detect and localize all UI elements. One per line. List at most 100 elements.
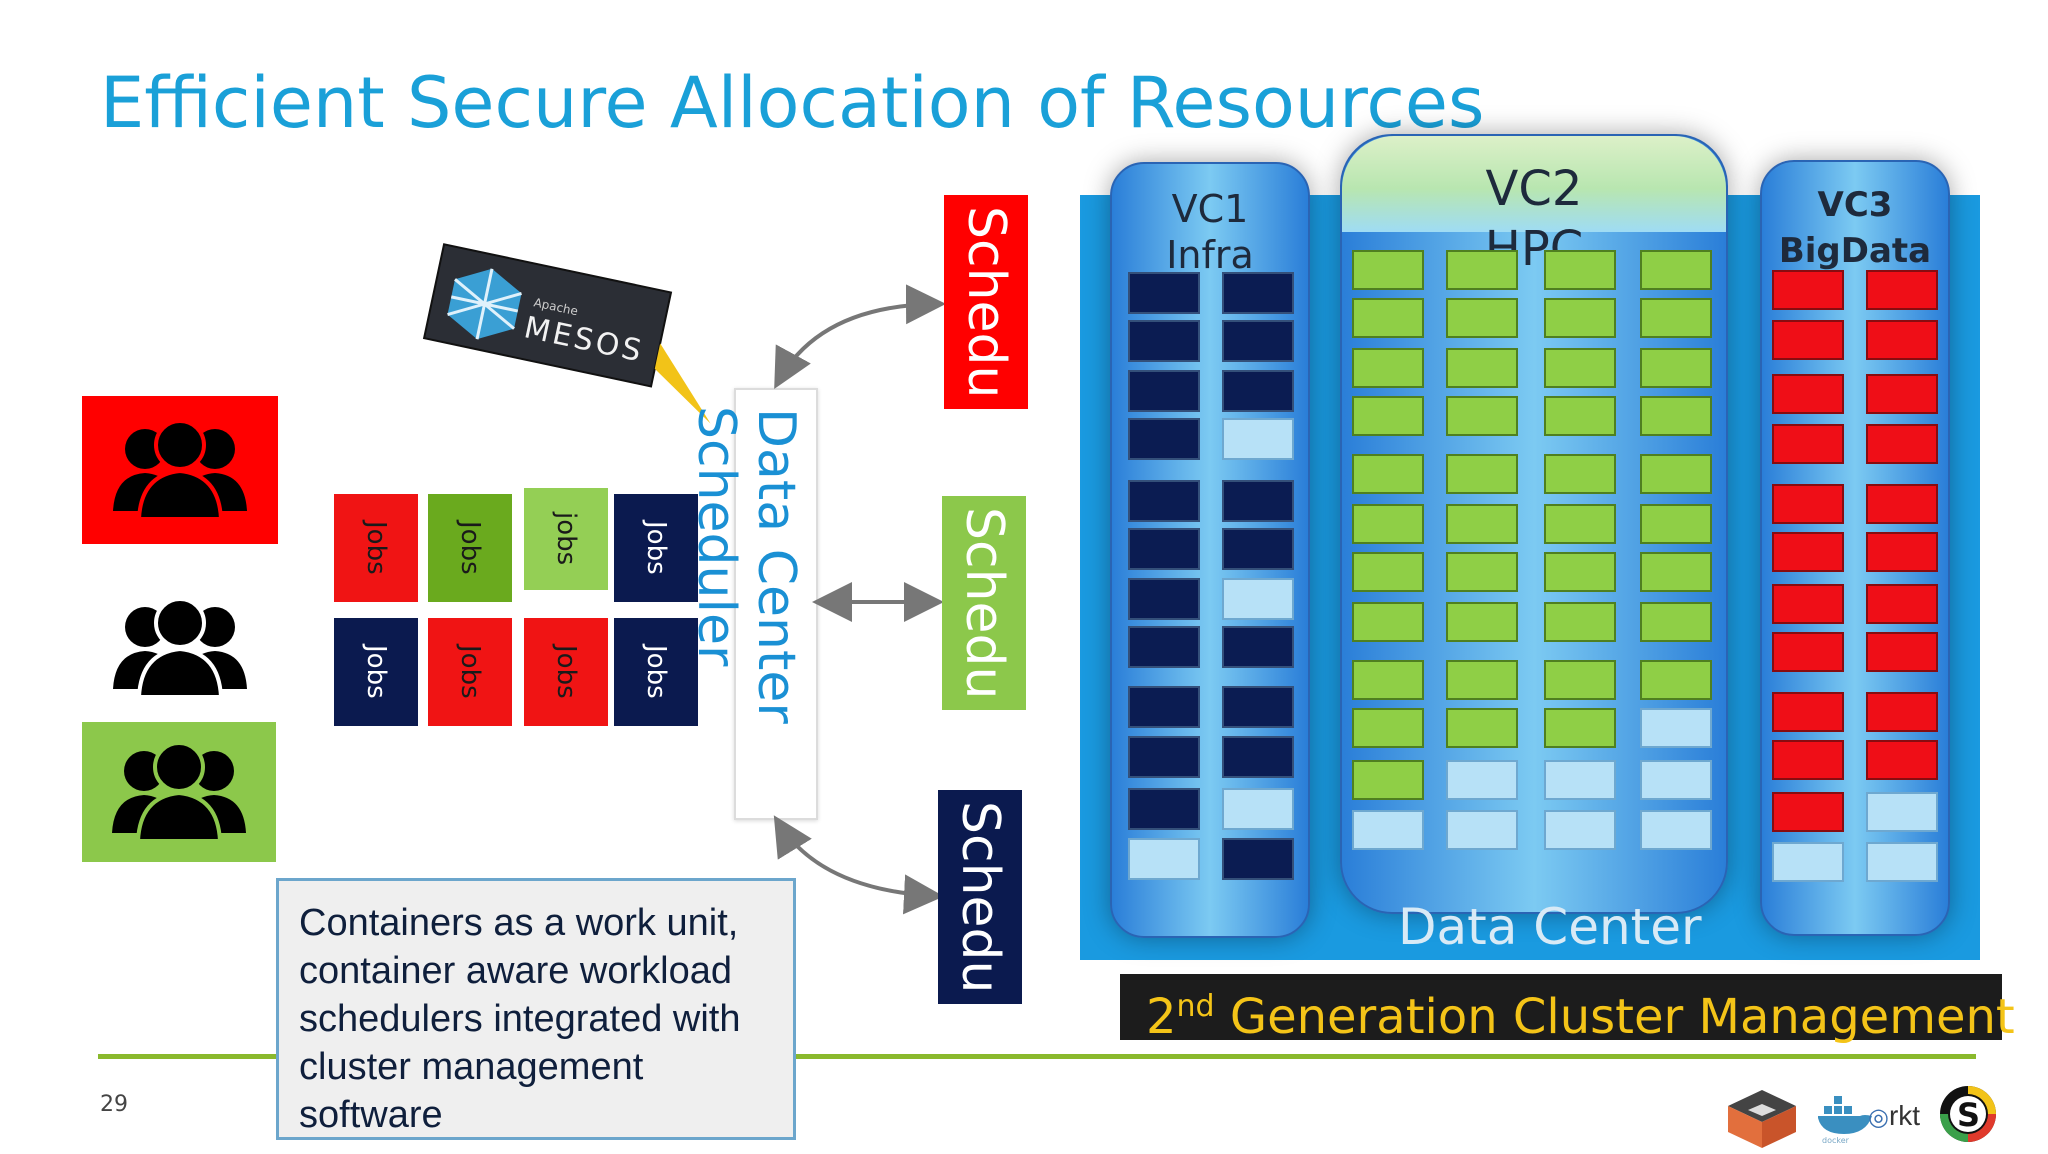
vc-slot-green: [1352, 602, 1424, 642]
user-group-2: [96, 574, 264, 722]
vc-slot-red: [1866, 484, 1938, 524]
vc-slot-red: [1772, 374, 1844, 414]
vc-slot-navy: [1128, 272, 1200, 314]
vc-slot-navy: [1222, 528, 1294, 570]
vc-slot-lightblue: [1640, 760, 1712, 800]
vc-slot-navy: [1222, 272, 1294, 314]
vc2-hpc-column: VC2 HPC: [1340, 134, 1728, 914]
vc-slot-green: [1544, 504, 1616, 544]
vc-slot-lightblue: [1222, 418, 1294, 460]
vc-slot-red: [1772, 740, 1844, 780]
rkt-logo: ◎rkt: [1868, 1100, 1928, 1140]
vc-slot-navy: [1222, 626, 1294, 668]
vc-slot-lightblue: [1640, 708, 1712, 748]
vc3-bigdata-column: VC3 BigData: [1760, 160, 1950, 936]
vc-slot-lightblue: [1222, 578, 1294, 620]
scheduler-label: Schedu: [954, 506, 1014, 700]
vc-slot-red: [1772, 632, 1844, 672]
docker-logo-icon: docker: [1814, 1092, 1876, 1145]
vc-slot-red: [1772, 584, 1844, 624]
vc-slot-green: [1446, 504, 1518, 544]
vc-slot-green: [1352, 504, 1424, 544]
vc-slot-green: [1640, 504, 1712, 544]
vc-slot-red: [1772, 792, 1844, 832]
vc-slot-green: [1446, 552, 1518, 592]
scheduler-label: Schedu: [950, 800, 1010, 994]
vc-slot-navy: [1128, 578, 1200, 620]
vc-slot-green: [1352, 298, 1424, 338]
job-label: Jobs: [361, 521, 391, 575]
scheduler-text: Scheduler: [686, 406, 746, 667]
vc-slot-green: [1352, 348, 1424, 388]
vc-slot-green: [1640, 552, 1712, 592]
job-label: Jobs: [361, 645, 391, 699]
page-number: 29: [100, 1092, 128, 1117]
data-center-text: Data Center: [746, 408, 806, 724]
vc-slot-green: [1640, 348, 1712, 388]
data-center-label: Data Center: [1398, 898, 1702, 956]
vc-slot-red: [1866, 584, 1938, 624]
vc-slot-green: [1446, 250, 1518, 290]
vc-slot-navy: [1222, 480, 1294, 522]
vc2-header-band: [1342, 136, 1726, 232]
vc-slot-green: [1640, 454, 1712, 494]
arrow-to-bottom-scheduler: [773, 815, 944, 915]
vc-slot-green: [1640, 396, 1712, 436]
vc-slot-navy: [1128, 480, 1200, 522]
vc-slot-red: [1772, 320, 1844, 360]
vc-slot-green: [1544, 660, 1616, 700]
vc-slot-lightblue: [1128, 838, 1200, 880]
vc-slot-red: [1866, 692, 1938, 732]
vc-slot-navy: [1128, 418, 1200, 460]
vc-slot-green: [1544, 348, 1616, 388]
vc-slot-lightblue: [1772, 842, 1844, 882]
job-label: Jobs: [641, 521, 671, 575]
vc-slot-navy: [1128, 626, 1200, 668]
vc-slot-red: [1866, 632, 1938, 672]
vc-slot-navy: [1222, 320, 1294, 362]
job-card: Jobs: [334, 494, 418, 602]
vc1-sub: Infra: [1166, 233, 1254, 277]
docker-small-text: docker: [1822, 1136, 1850, 1144]
vc-slot-red: [1772, 532, 1844, 572]
arrow-to-top-scheduler: [774, 284, 946, 390]
vc-slot-green: [1544, 250, 1616, 290]
job-card: Jobs: [428, 618, 512, 726]
job-label: jobs: [551, 512, 581, 566]
vc-slot-green: [1446, 708, 1518, 748]
job-card: Jobs: [614, 618, 698, 726]
containers-callout: Containers as a work unit, container awa…: [276, 878, 796, 1140]
framework-scheduler-2: Schedu: [942, 496, 1026, 710]
vc-slot-green: [1352, 708, 1424, 748]
user-group-icon: [113, 597, 247, 699]
job-label: Jobs: [641, 645, 671, 699]
vc-slot-green: [1544, 298, 1616, 338]
job-card: Jobs: [428, 494, 512, 602]
framework-scheduler-1: Schedu: [944, 195, 1028, 409]
vc-slot-red: [1772, 484, 1844, 524]
generation-banner: 2nd Generation Cluster Management: [1120, 974, 2015, 1045]
user-group-1: [82, 396, 278, 544]
vc-slot-green: [1640, 602, 1712, 642]
vc-slot-lightblue: [1446, 760, 1518, 800]
vc-slot-green: [1446, 348, 1518, 388]
vc-slot-green: [1640, 660, 1712, 700]
lxc-logo-icon: [1724, 1088, 1800, 1150]
job-label: Jobs: [455, 521, 485, 575]
vc-slot-navy: [1222, 736, 1294, 778]
vc-slot-lightblue: [1544, 810, 1616, 850]
user-group-3: [82, 722, 276, 862]
vc-slot-lightblue: [1446, 810, 1518, 850]
vc-slot-green: [1640, 298, 1712, 338]
vc-slot-red: [1866, 424, 1938, 464]
rkt-text: rkt: [1888, 1100, 1921, 1131]
vc-slot-green: [1352, 552, 1424, 592]
vc-slot-lightblue: [1352, 810, 1424, 850]
vc-slot-lightblue: [1866, 792, 1938, 832]
mesos-hex-icon: [447, 268, 522, 340]
vc-slot-green: [1544, 552, 1616, 592]
vc-slot-navy: [1128, 736, 1200, 778]
job-label: Jobs: [551, 645, 581, 699]
vc-slot-navy: [1128, 370, 1200, 412]
vc-slot-green: [1446, 298, 1518, 338]
